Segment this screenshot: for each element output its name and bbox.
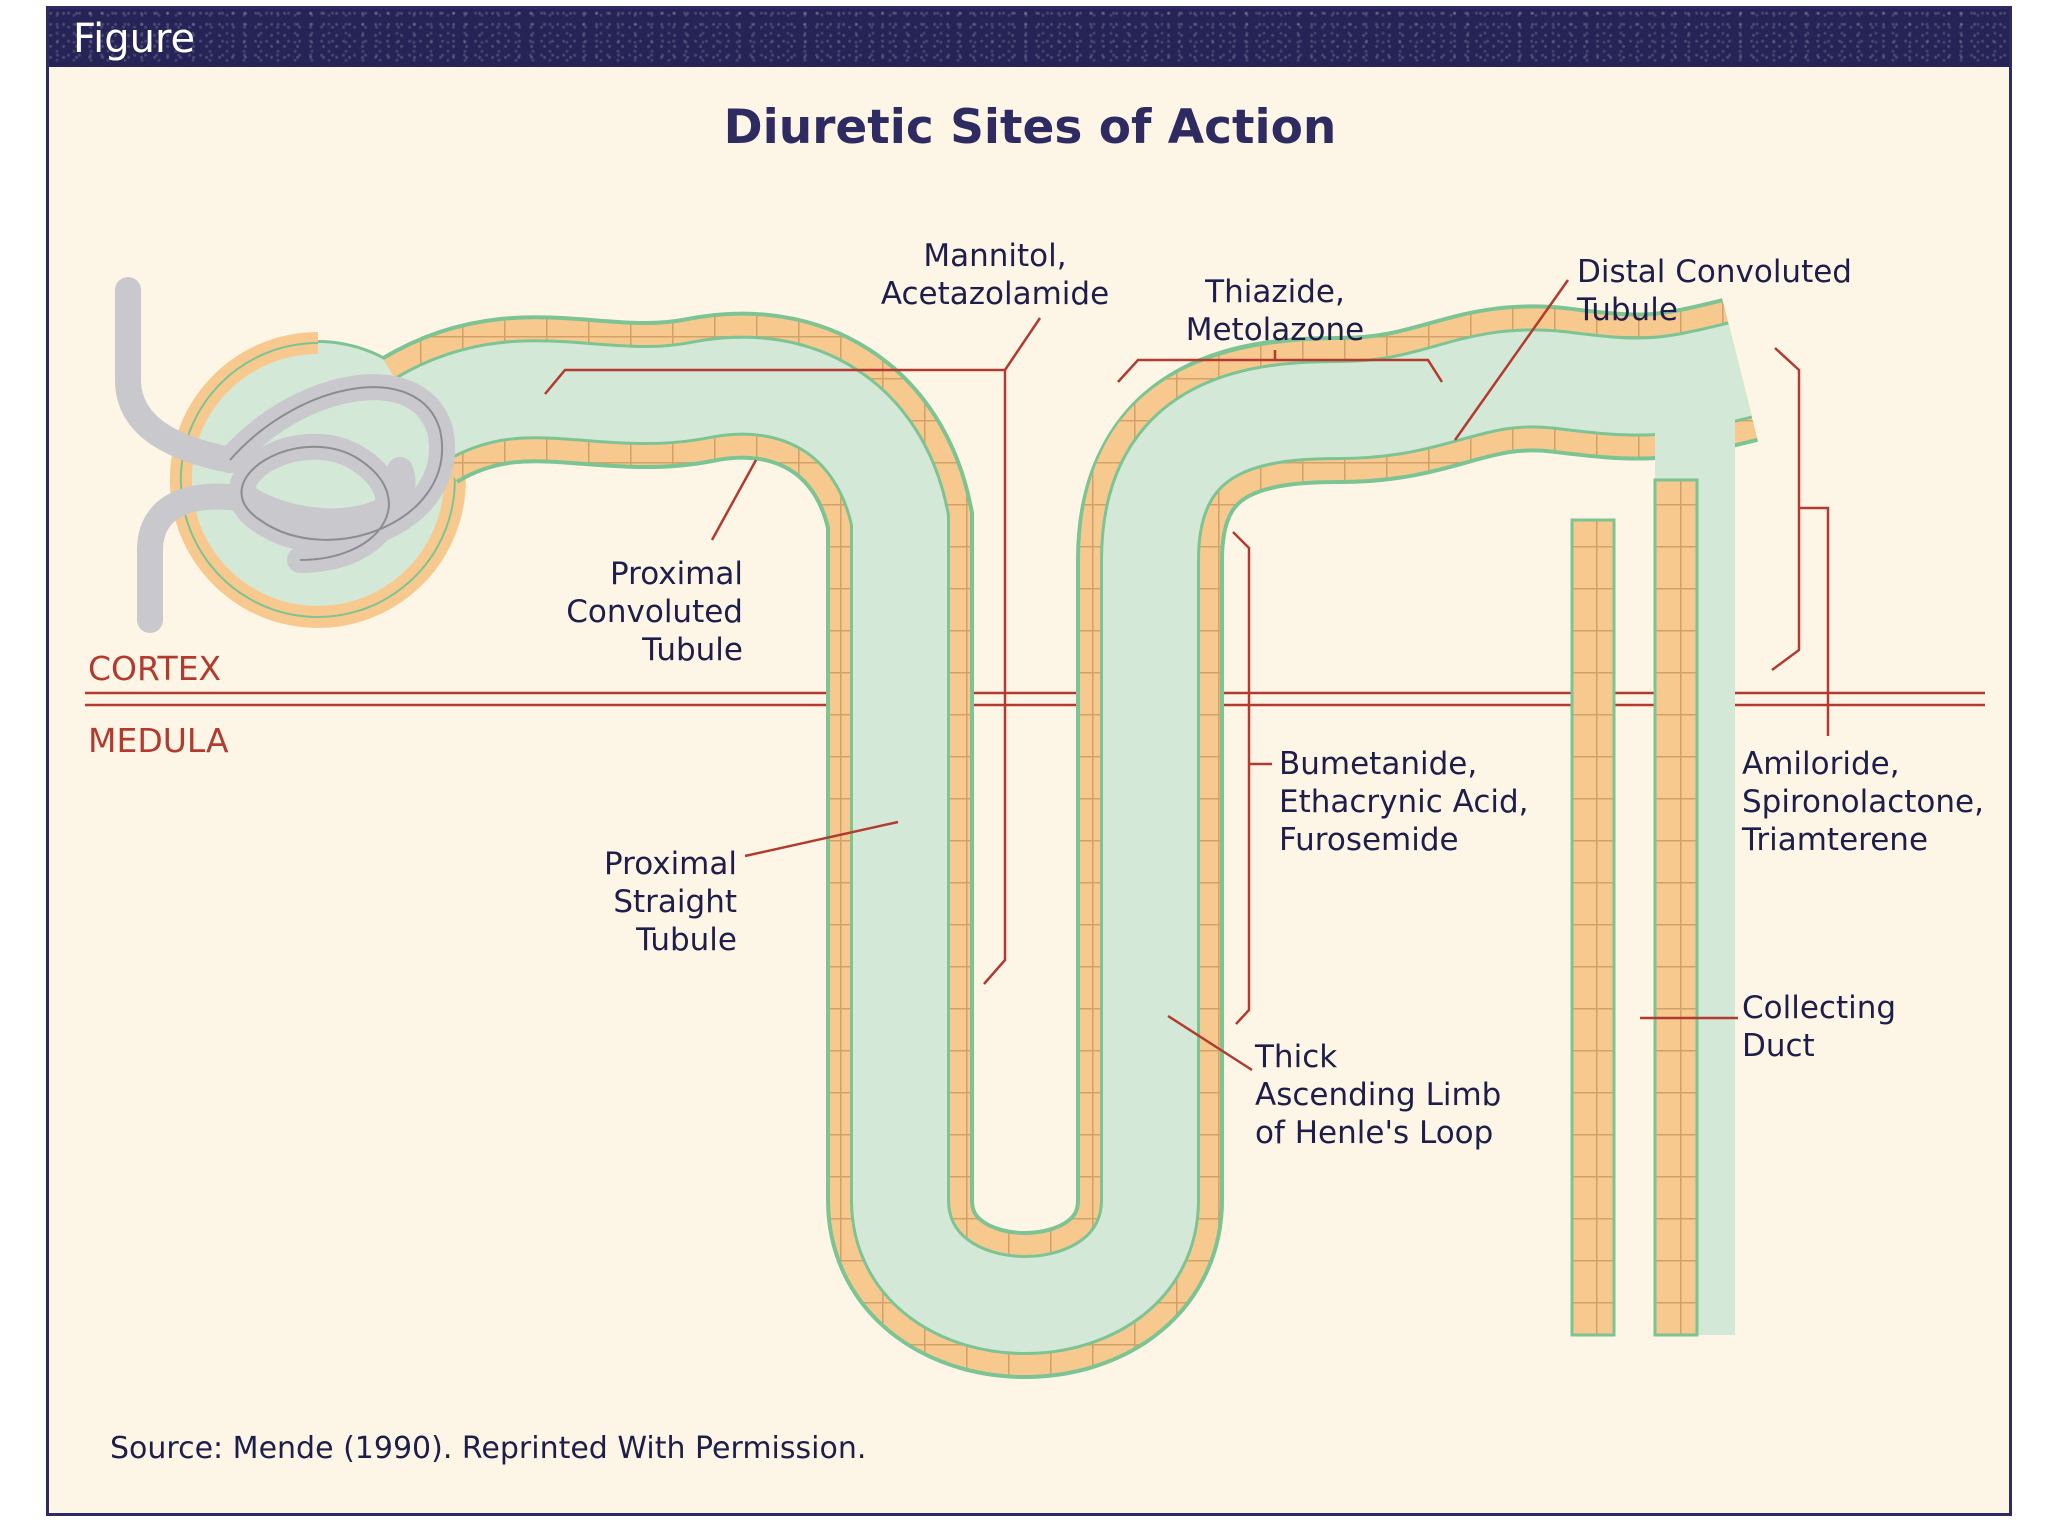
source-note: Source: Mende (1990). Reprinted With Per… [110, 1431, 866, 1466]
svg-text:Tubule: Tubule [641, 632, 743, 668]
svg-text:Thiazide,: Thiazide, [1204, 274, 1345, 310]
svg-text:Proximal: Proximal [604, 846, 737, 882]
bracket-potassium-sparing [1771, 347, 1830, 736]
pointer-proximal-straight [744, 820, 899, 858]
pointer-distal-convoluted [1453, 279, 1570, 441]
svg-text:Thick: Thick [1254, 1039, 1337, 1075]
svg-text:Amiloride,: Amiloride, [1742, 746, 1900, 782]
svg-text:Spironolactone,: Spironolactone, [1742, 784, 1984, 820]
svg-text:Ethacrynic Acid,: Ethacrynic Acid, [1279, 784, 1529, 820]
svg-text:Furosemide: Furosemide [1279, 822, 1459, 858]
svg-text:of Henle's Loop: of Henle's Loop [1255, 1115, 1493, 1151]
drug-label-loop-diuretics: Bumetanide, Ethacrynic Acid, Furosemide [1279, 746, 1529, 858]
figure-header-bar: Figure [49, 9, 2009, 67]
svg-text:Acetazolamide: Acetazolamide [881, 276, 1109, 312]
diagram-title: Diuretic Sites of Action [724, 100, 1337, 155]
label-proximal-straight: Proximal Straight Tubule [604, 846, 737, 958]
svg-text:Distal Convoluted: Distal Convoluted [1577, 254, 1852, 290]
bowmans-capsule [169, 332, 466, 628]
pointer-thick-ascending-limb [1167, 1014, 1253, 1072]
svg-text:Metolazone: Metolazone [1186, 312, 1365, 348]
svg-text:Convoluted: Convoluted [566, 594, 743, 630]
svg-text:Bumetanide,: Bumetanide, [1279, 746, 1477, 782]
svg-text:Triamterene: Triamterene [1741, 822, 1928, 858]
svg-text:Straight: Straight [613, 884, 737, 920]
label-distal-convoluted: Distal Convoluted Tubule [1576, 254, 1852, 328]
drug-label-mannitol: Mannitol, Acetazolamide [881, 238, 1109, 312]
svg-text:Collecting: Collecting [1742, 990, 1896, 1026]
medulla-label: MEDULA [88, 721, 229, 760]
bracket-thiazide [1117, 350, 1444, 383]
label-proximal-convoluted: Proximal Convoluted Tubule [566, 556, 743, 668]
drug-label-thiazide: Thiazide, Metolazone [1186, 274, 1365, 348]
svg-text:Tubule: Tubule [635, 922, 737, 958]
bracket-loop-diuretics [1232, 531, 1272, 1025]
svg-text:Duct: Duct [1742, 1028, 1815, 1064]
cortex-label: CORTEX [88, 649, 221, 688]
collecting-duct [1570, 420, 1735, 1337]
svg-text:Tubule: Tubule [1576, 292, 1678, 328]
drug-label-potassium-sparing: Amiloride, Spironolactone, Triamterene [1741, 746, 1984, 858]
label-collecting-duct: Collecting Duct [1742, 990, 1896, 1064]
figure-header-label: Figure [73, 16, 196, 62]
svg-text:Proximal: Proximal [610, 556, 743, 592]
pointer-proximal-convoluted [710, 459, 758, 541]
svg-text:Mannitol,: Mannitol, [923, 238, 1066, 274]
svg-text:Ascending Limb: Ascending Limb [1255, 1077, 1501, 1113]
bracket-mannitol [544, 317, 1042, 985]
label-thick-ascending-limb: Thick Ascending Limb of Henle's Loop [1254, 1039, 1501, 1151]
